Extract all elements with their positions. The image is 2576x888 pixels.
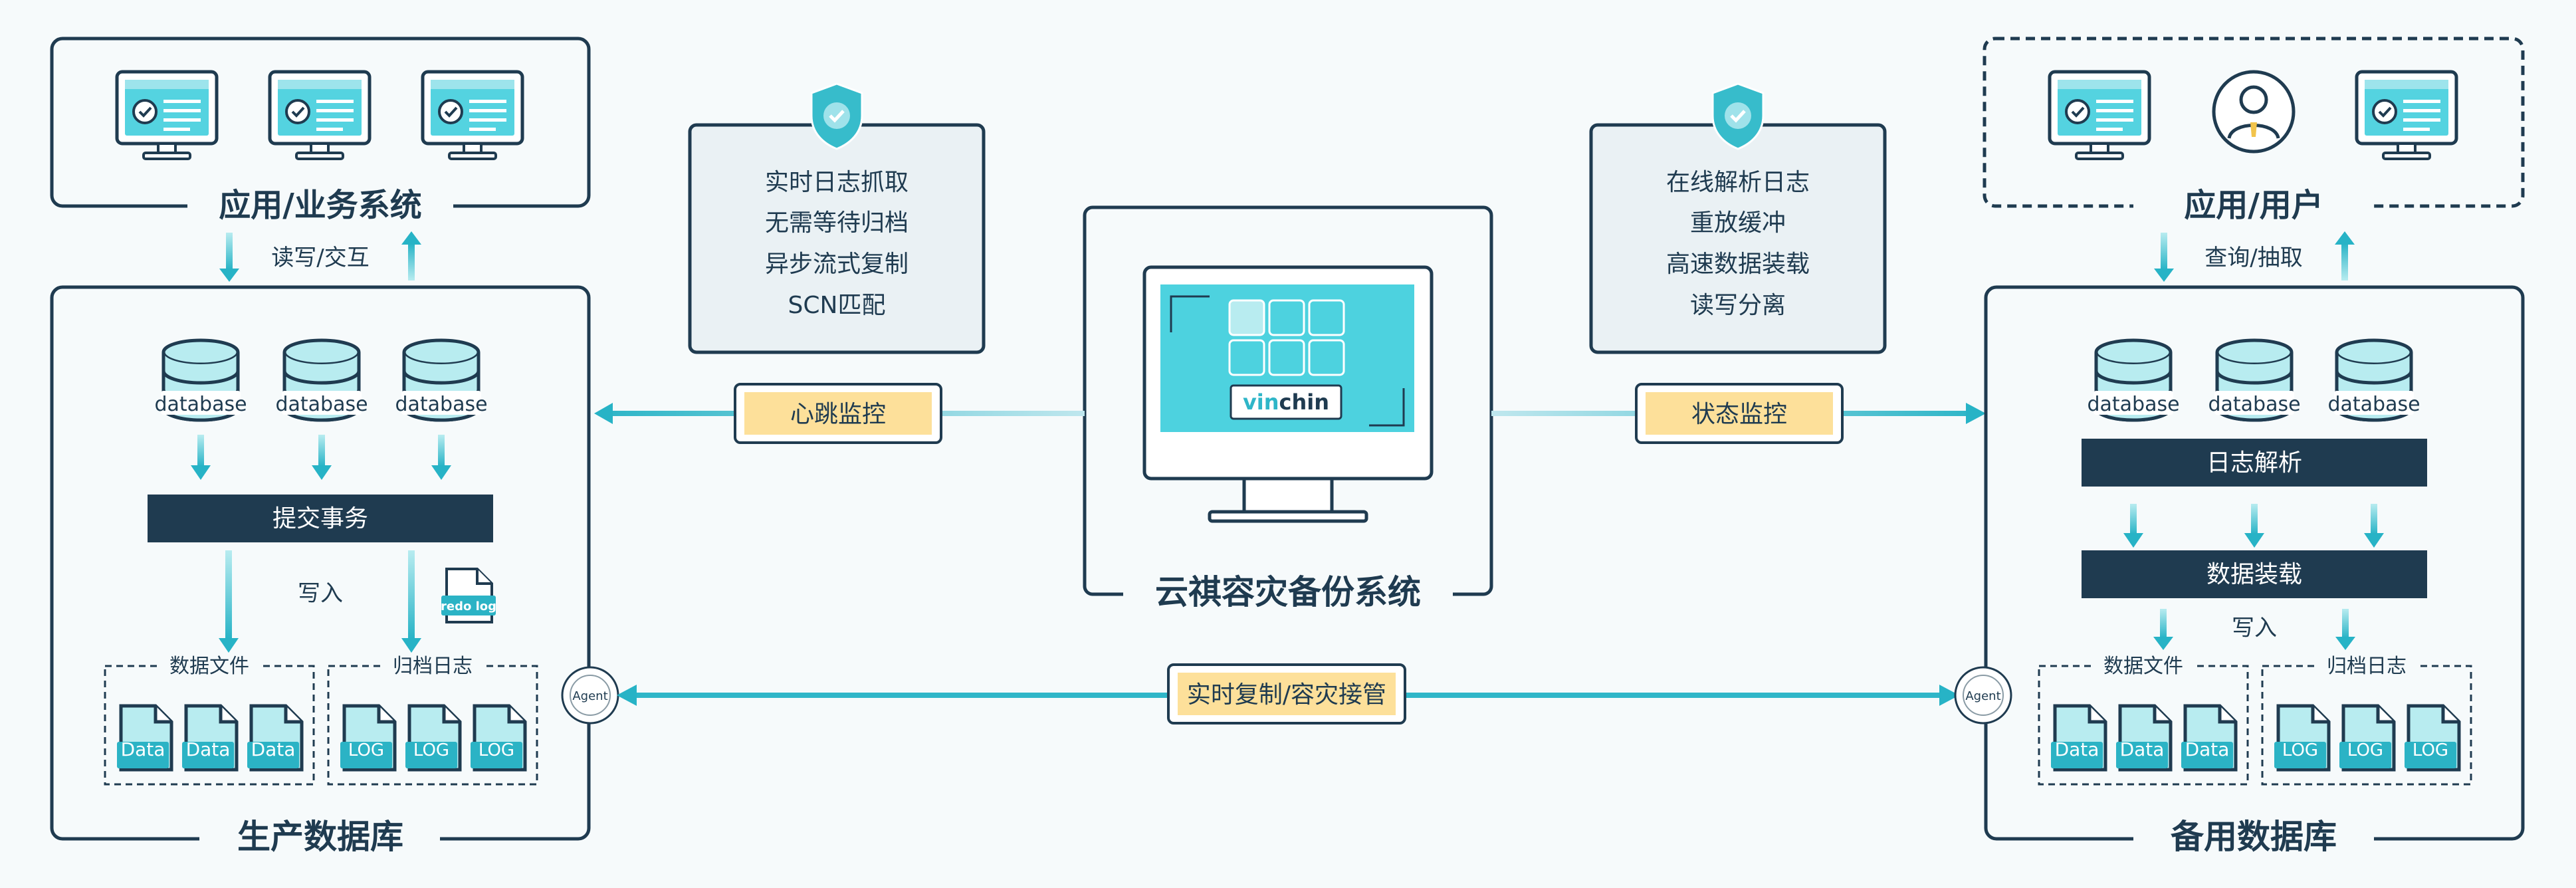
right-query-label: 查询/抽取 <box>2204 245 2302 271</box>
feature-item: SCN匹配 <box>788 292 886 319</box>
svg-text:Data: Data <box>2185 738 2230 760</box>
database-icon: database <box>2087 340 2180 420</box>
database-icon: database <box>154 340 247 420</box>
svg-text:LOG: LOG <box>479 740 514 760</box>
right-query-arrows: 查询/抽取 <box>2154 231 2355 282</box>
database-icon: database <box>2327 340 2420 420</box>
svg-text:database: database <box>2327 393 2420 416</box>
log-file-icon: LOG <box>471 706 525 770</box>
feature-item: 高速数据装载 <box>1666 251 1810 278</box>
svg-text:Data: Data <box>121 738 165 760</box>
redo-log-icon: redo log <box>441 568 496 623</box>
archive-log-label: 归档日志 <box>2327 655 2407 678</box>
data-file-icon: Data <box>2181 706 2236 770</box>
log-file-icon: LOG <box>340 706 395 770</box>
center-system-title: 云祺容灾备份系统 <box>1155 573 1421 611</box>
svg-text:database: database <box>154 393 247 416</box>
commit-transaction-bar <box>148 495 493 542</box>
svg-text:LOG: LOG <box>348 740 384 760</box>
svg-text:LOG: LOG <box>2413 740 2448 760</box>
svg-text:Data: Data <box>186 738 231 760</box>
feature-item: 在线解析日志 <box>1666 169 1810 196</box>
production-db-panel: database database database 提交事务 写入 redo … <box>50 285 591 856</box>
left-rw-label: 读写/交互 <box>271 245 369 271</box>
data-file-icon: Data <box>117 706 171 770</box>
svg-text:LOG: LOG <box>2347 740 2383 760</box>
svg-text:Agent: Agent <box>572 689 607 703</box>
log-parse-label: 日志解析 <box>2206 449 2302 477</box>
feature-item: 异步流式复制 <box>765 251 909 278</box>
right-app-panel: 应用/用户 <box>1983 37 2525 224</box>
svg-text:database: database <box>275 393 368 416</box>
left-feature-panel: 实时日志抓取 无需等待归档 异步流式复制 SCN匹配 <box>688 84 986 354</box>
database-icon: database <box>2208 340 2301 420</box>
status-label: 状态监控 <box>1691 401 1787 428</box>
database-icon: database <box>395 340 488 420</box>
standby-db-title: 备用数据库 <box>2171 818 2337 856</box>
log-parse-bar <box>2082 439 2427 487</box>
feature-item: 无需等待归档 <box>765 209 909 237</box>
left-app-title: 应用/业务系统 <box>219 187 422 224</box>
heartbeat-label-box <box>744 392 932 435</box>
log-file-icon: LOG <box>2405 706 2459 770</box>
svg-text:database: database <box>2087 393 2179 416</box>
write-label: 写入 <box>298 580 343 607</box>
user-icon <box>2212 70 2296 154</box>
database-icon: database <box>275 340 368 420</box>
svg-text:vinchin: vinchin <box>1243 389 1329 415</box>
replication-label: 实时复制/容灾接管 <box>1187 681 1386 709</box>
svg-text:database: database <box>395 393 487 416</box>
write-arrows <box>219 550 421 653</box>
feature-item: 实时日志抓取 <box>765 169 909 196</box>
data-file-icon: Data <box>247 706 302 770</box>
data-files-label: 数据文件 <box>2103 655 2183 678</box>
down-arrow <box>2123 504 2384 548</box>
right-feature-panel: 在线解析日志 重放缓冲 高速数据装载 读写分离 <box>1589 84 1887 354</box>
feature-item: 读写分离 <box>1690 292 1786 319</box>
data-file-icon: Data <box>182 706 237 770</box>
svg-text:Data: Data <box>251 738 296 760</box>
center-system-panel: vinchin 云祺容灾备份系统 <box>1083 205 1493 623</box>
log-file-icon: LOG <box>405 706 460 770</box>
data-load-label: 数据装载 <box>2206 561 2302 588</box>
vinchin-logo <box>1230 384 1342 420</box>
down-arrow <box>191 435 451 480</box>
data-file-icon: Data <box>2051 706 2105 770</box>
svg-text:LOG: LOG <box>2282 740 2318 760</box>
svg-text:redo log: redo log <box>441 600 496 613</box>
svg-text:Data: Data <box>2120 738 2165 760</box>
data-file-icon: Data <box>2116 706 2171 770</box>
archive-log-label: 归档日志 <box>393 655 473 678</box>
agent-badge-right: Agent <box>1954 666 2012 724</box>
data-files-label: 数据文件 <box>169 655 249 678</box>
write-arrows <box>2153 609 2355 650</box>
log-file-icon: LOG <box>2274 706 2329 770</box>
left-app-panel: 应用/业务系统 <box>50 37 591 224</box>
production-db-title: 生产数据库 <box>237 818 403 856</box>
svg-text:LOG: LOG <box>413 740 449 760</box>
heartbeat-connector: 心跳监控 <box>594 383 1085 444</box>
replication-connector: 实时复制/容灾接管 <box>617 663 1959 724</box>
log-file-icon: LOG <box>2339 706 2394 770</box>
agent-badge-left: Agent <box>561 666 619 724</box>
standby-db-panel: database database database 日志解析 数据装载 写入 … <box>1984 285 2525 856</box>
svg-text:Agent: Agent <box>1965 689 2000 703</box>
replication-label-box <box>1178 673 1396 715</box>
svg-text:database: database <box>2208 393 2300 416</box>
right-app-title: 应用/用户 <box>2184 187 2323 224</box>
commit-label: 提交事务 <box>272 505 368 532</box>
write-label: 写入 <box>2232 615 2277 641</box>
left-rw-arrows: 读写/交互 <box>219 231 421 282</box>
status-label-box <box>1646 392 1833 435</box>
svg-text:Data: Data <box>2055 738 2099 760</box>
status-connector: 状态监控 <box>1491 383 1986 444</box>
data-load-bar <box>2082 550 2427 598</box>
feature-item: 重放缓冲 <box>1690 209 1786 237</box>
heartbeat-label: 心跳监控 <box>790 401 886 428</box>
